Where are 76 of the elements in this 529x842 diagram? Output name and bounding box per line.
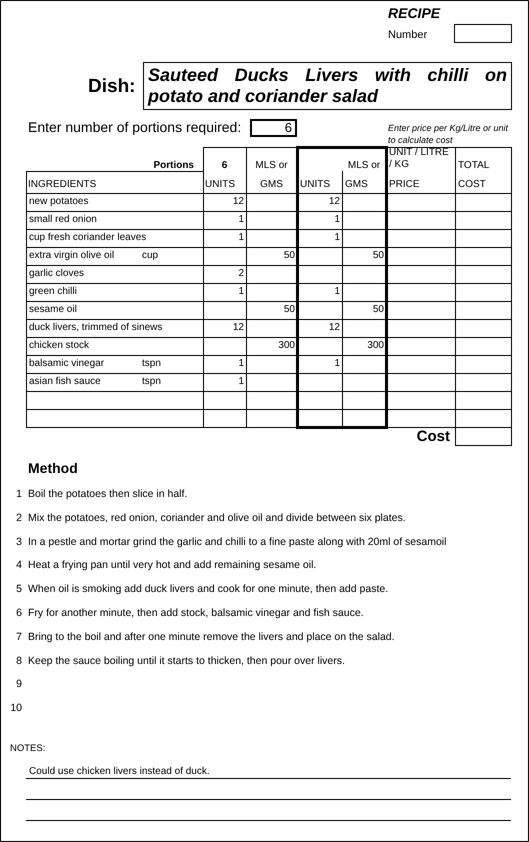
ingredient-name: new potatoes — [29, 195, 90, 209]
step-number: 4 — [15, 558, 22, 572]
step-number: 10 — [9, 701, 22, 716]
ingredient-name: duck livers, trimmed of sinews — [29, 321, 164, 335]
quantity-value: 1 — [333, 213, 340, 227]
column-header: COST — [458, 178, 487, 192]
column-header: MLS or — [346, 159, 382, 173]
ingredient-name: garlic cloves — [29, 267, 86, 281]
quantity-value: 50 — [372, 249, 384, 263]
quantity-value: 50 — [282, 303, 295, 317]
field-label: Enter number of portions required: — [28, 119, 242, 135]
section-heading: Method — [28, 459, 79, 477]
ingredient-name: balsamic vinegar — [29, 357, 106, 371]
method-step: Fry for another minute, then add stock, balsamic vinegar and fish sauce. — [28, 606, 518, 620]
ingredient-name: sesame oil — [29, 303, 78, 317]
column-header: Portions — [152, 159, 194, 173]
field-label: Number — [388, 28, 428, 42]
total-cost-label: Cost — [416, 428, 450, 446]
column-header: INGREDIENTS — [28, 178, 98, 192]
step-number: 1 — [15, 487, 22, 501]
column-header: TOTAL — [458, 159, 490, 173]
column-header: GMS — [259, 178, 284, 192]
instruction-note: Enter price per Kg/Litre or unit to calculate cost — [388, 122, 510, 146]
step-number: 7 — [15, 630, 22, 644]
quantity-value: 50 — [372, 303, 384, 317]
note-text: Could use chicken livers instead of duck. — [29, 765, 211, 778]
field-label: Dish: — [88, 76, 136, 98]
column-header: PRICE — [389, 178, 421, 192]
measure-unit: tspn — [142, 357, 162, 371]
ingredient-name: small red onion — [29, 213, 98, 227]
method-step: Heat a frying pan until very hot and add remaining sesame oil. — [28, 558, 518, 572]
column-header: GMS — [345, 178, 369, 192]
quantity-value: 12 — [328, 321, 340, 335]
column-header: UNITS — [300, 178, 331, 192]
quantity-value: 50 — [282, 249, 295, 263]
quantity-value: 1 — [237, 357, 244, 371]
quantity-value: 1 — [237, 285, 244, 299]
step-number: 3 — [15, 534, 22, 549]
quantity-value: 1 — [333, 231, 340, 245]
column-header: UNIT / LITRE / KG — [389, 147, 450, 171]
form-title: RECIPE — [388, 5, 440, 21]
step-number: 8 — [15, 654, 22, 668]
ingredient-name: extra virgin olive oil — [29, 249, 116, 263]
quantity-value: 300 — [366, 339, 384, 353]
column-header: UNITS — [205, 178, 236, 192]
dish-name-box: Sauteed Ducks Livers with chilli on potato and coriander salad — [143, 62, 512, 110]
method-step: When oil is smoking add duck livers and cook for one minute, then add paste. — [28, 582, 518, 596]
quantity-value: 1 — [237, 231, 244, 245]
method-step: Bring to the boil and after one minute remove the livers and place on the salad. — [28, 630, 518, 644]
step-number: 2 — [15, 510, 22, 525]
method-step: Keep the sauce boiling until it starts to thicken, then pour over livers. — [28, 654, 518, 668]
method-step: Mix the potatoes, red onion, coriander and olive oil and divide between six plates. — [28, 510, 518, 525]
section-heading: NOTES: — [10, 743, 46, 755]
quantity-value: 1 — [237, 375, 244, 389]
step-number: 6 — [15, 606, 22, 620]
quantity-value: 12 — [232, 321, 244, 335]
step-number: 9 — [15, 677, 22, 692]
quantity-value: 2 — [237, 267, 244, 281]
ingredient-name: asian fish sauce — [29, 375, 102, 389]
input-field: 6 — [250, 119, 297, 137]
quantity-value: 1 — [333, 285, 340, 299]
ingredient-name: cup fresh coriander leaves — [29, 231, 148, 245]
quantity-value: 1 — [237, 213, 244, 227]
quantity-value: 1 — [333, 357, 340, 371]
quantity-value: 300 — [277, 339, 295, 353]
quantity-value: 12 — [328, 195, 340, 209]
measure-unit: tspn — [142, 375, 162, 389]
ingredient-name: chicken stock — [29, 339, 90, 353]
method-step: Boil the potatoes then slice in half. — [28, 487, 518, 501]
measure-unit: cup — [142, 249, 160, 263]
ingredient-name: green chilli — [29, 285, 78, 299]
step-number: 5 — [15, 582, 22, 596]
column-header: 6 — [220, 159, 228, 173]
quantity-value: 12 — [232, 195, 244, 209]
column-header: MLS or — [254, 159, 289, 173]
method-step: In a pestle and mortar grind the garlic and chilli to a fine paste along with 20ml of sesamoil — [28, 534, 518, 549]
